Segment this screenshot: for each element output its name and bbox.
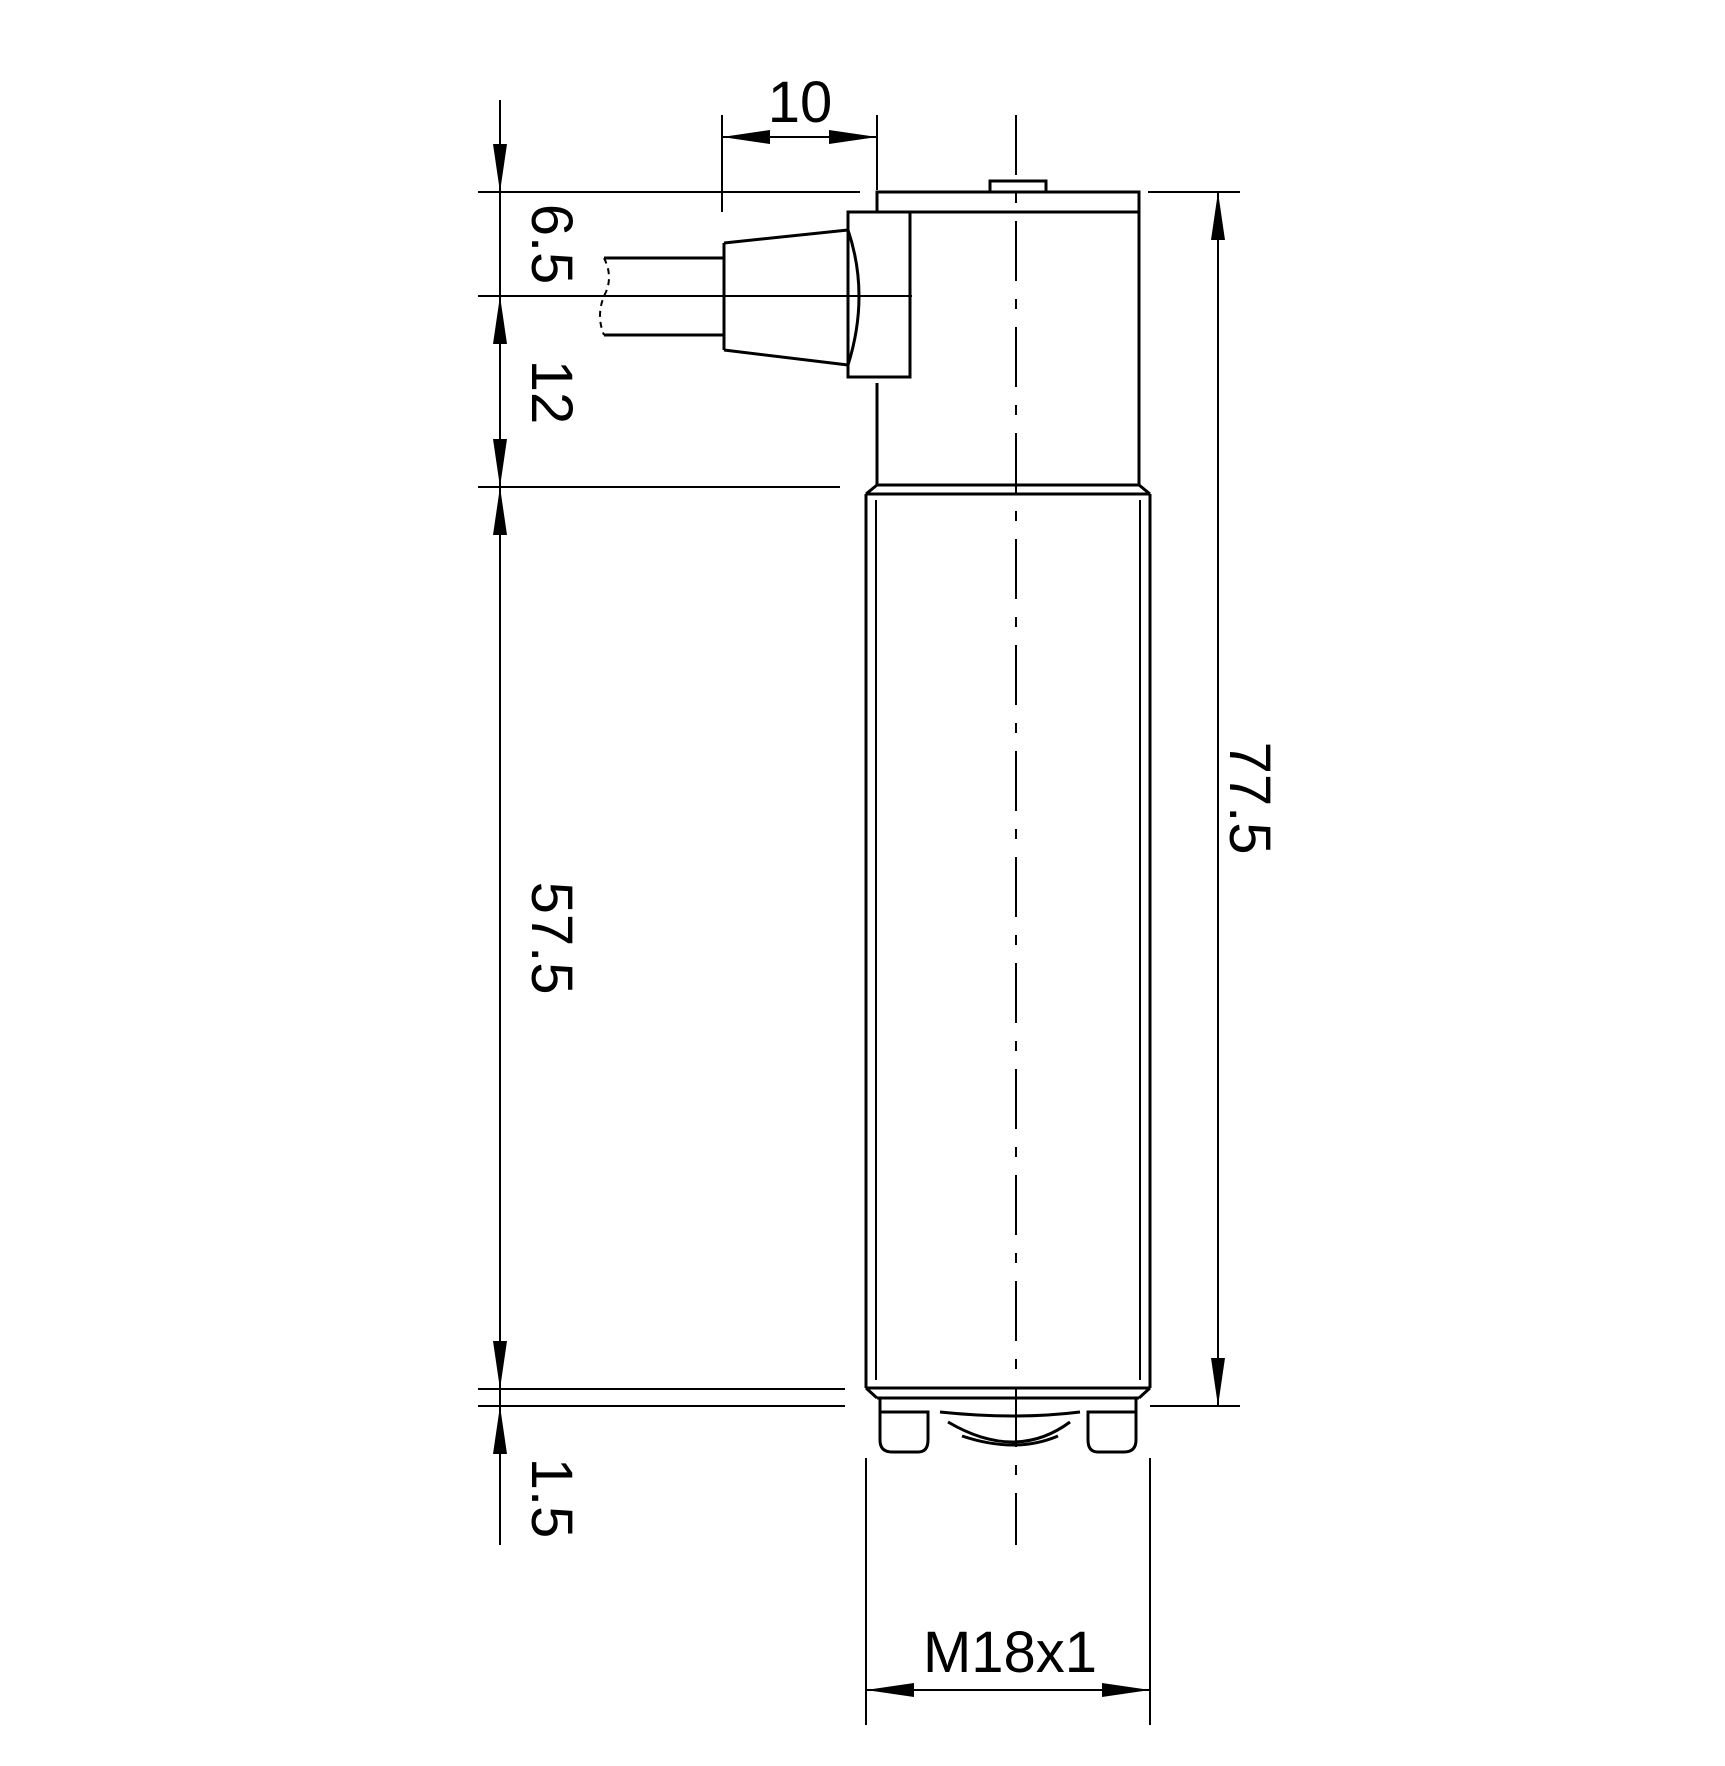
extension-lines xyxy=(478,115,1240,1725)
dimension-label-overall-length: 77.5 xyxy=(1217,742,1282,855)
sensing-face xyxy=(878,1398,1138,1454)
dimension-label-top-to-cable-axis: 6.5 xyxy=(519,204,584,285)
dimension-label-lens-protrusion: 1.5 xyxy=(519,1458,584,1539)
dimension-cable-offset: 10 xyxy=(722,70,877,144)
dimension-thread-size: M18x1 xyxy=(866,1620,1150,1697)
dimension-label-thread-size: M18x1 xyxy=(923,1620,1097,1685)
threaded-body xyxy=(864,483,1152,1400)
dimension-label-cable-axis-to-thread: 12 xyxy=(519,360,584,425)
dimension-chain-left xyxy=(493,100,507,1545)
dimension-overall-length: 77.5 xyxy=(1211,192,1282,1406)
sensor-head xyxy=(875,179,1141,487)
cable-connector xyxy=(590,210,912,379)
dimension-label-cable-offset: 10 xyxy=(768,70,833,135)
dimension-label-thread-length: 57.5 xyxy=(519,882,584,995)
